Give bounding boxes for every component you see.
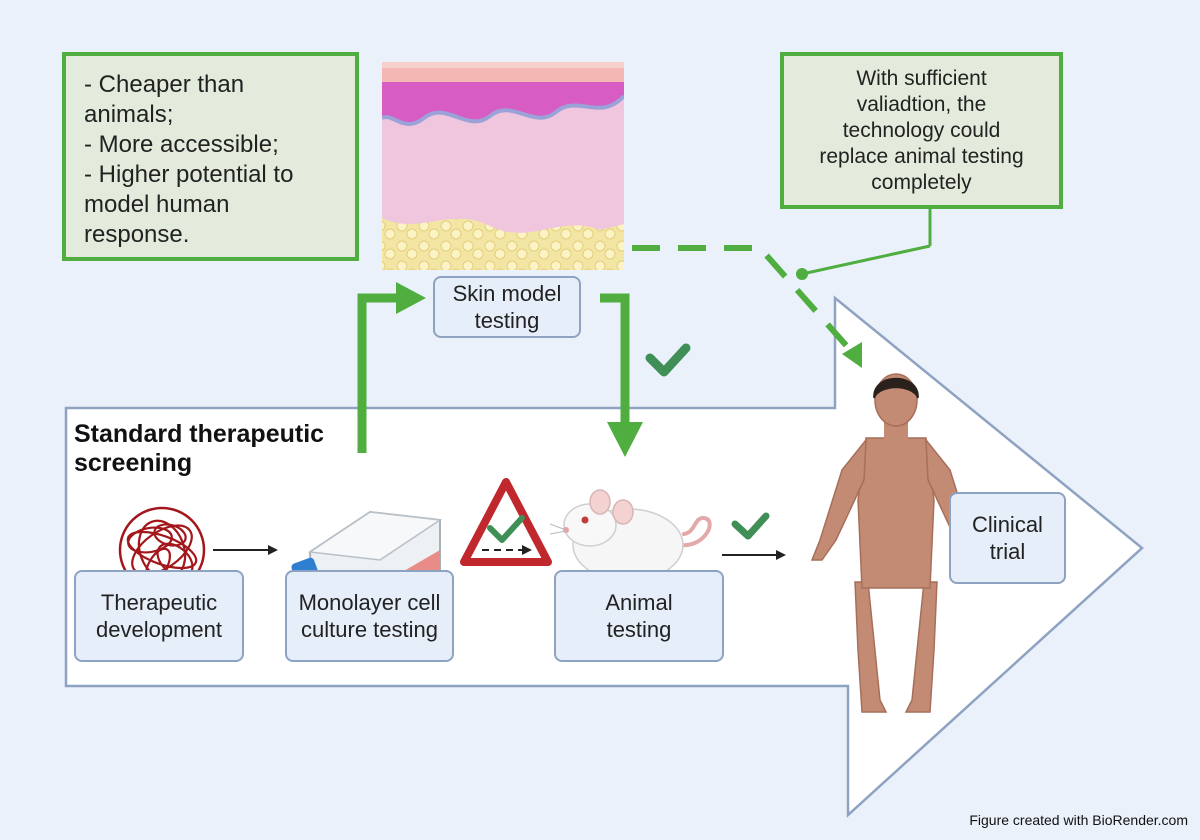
arrow-dev-to-culture [213, 545, 278, 555]
validation-line: With sufficient [856, 67, 987, 90]
stage-label: testing [606, 617, 672, 642]
stage-label: trial [989, 539, 1026, 564]
advantages-line: animals; [84, 101, 174, 128]
pipeline-title-line: screening [74, 449, 193, 477]
stage-label: culture testing [301, 617, 438, 642]
arrow-animal-to-clinical [722, 550, 786, 560]
validation-line: technology could [842, 119, 1001, 142]
skin-model-entry-arrowhead [396, 282, 426, 314]
advantages-line: - More accessible; [84, 131, 279, 158]
lab-mouse-icon [549, 489, 712, 589]
pipeline-title: Standard therapeutic screening [74, 420, 324, 478]
advantages-note: - Cheaper than animals; - More accessibl… [62, 52, 359, 261]
animal-testing-box: Animal testing [554, 570, 724, 662]
check-icon [645, 343, 691, 377]
skin-model-testing-box: Skin model testing [433, 276, 581, 338]
stage-label: development [96, 617, 222, 642]
skin-to-animal-arrowhead [607, 422, 643, 457]
monolayer-culture-box: Monolayer cell culture testing [285, 570, 454, 662]
advantages-line: response. [84, 221, 190, 248]
stage-label: Animal [605, 590, 673, 615]
advantages-line: - Higher potential to [84, 161, 294, 188]
skin-model-entry-arrow [357, 293, 400, 453]
warning-triangle-icon [460, 478, 552, 566]
pipeline-title-line: Standard therapeutic [74, 420, 325, 448]
stage-label: Clinical [972, 512, 1043, 537]
stage-label: testing [474, 308, 540, 333]
skin-to-clinical-dashed-arrow [632, 245, 855, 354]
skin-to-animal-arrow [600, 293, 630, 425]
skin-cross-section-icon [382, 62, 624, 270]
therapeutic-development-box: Therapeutic development [74, 570, 244, 662]
stage-label: Therapeutic [100, 590, 218, 615]
validation-line: valiadtion, the [856, 93, 987, 116]
advantages-line: model human [84, 191, 230, 218]
validation-line: replace animal testing [819, 145, 1024, 168]
validation-line: completely [871, 171, 972, 194]
leader-dot [796, 268, 808, 280]
human-figure-icon [810, 373, 982, 713]
clinical-trial-box: Clinical trial [949, 492, 1066, 584]
skin-to-clinical-arrowhead [842, 342, 862, 368]
stage-label: Skin model [452, 281, 562, 306]
stage-label: Monolayer cell [298, 590, 441, 615]
check-icon [731, 512, 770, 540]
validation-note: With sufficient valiadtion, the technolo… [780, 52, 1063, 209]
advantages-line: - Cheaper than [84, 71, 245, 98]
biorender-credit: Figure created with BioRender.com [969, 812, 1188, 828]
